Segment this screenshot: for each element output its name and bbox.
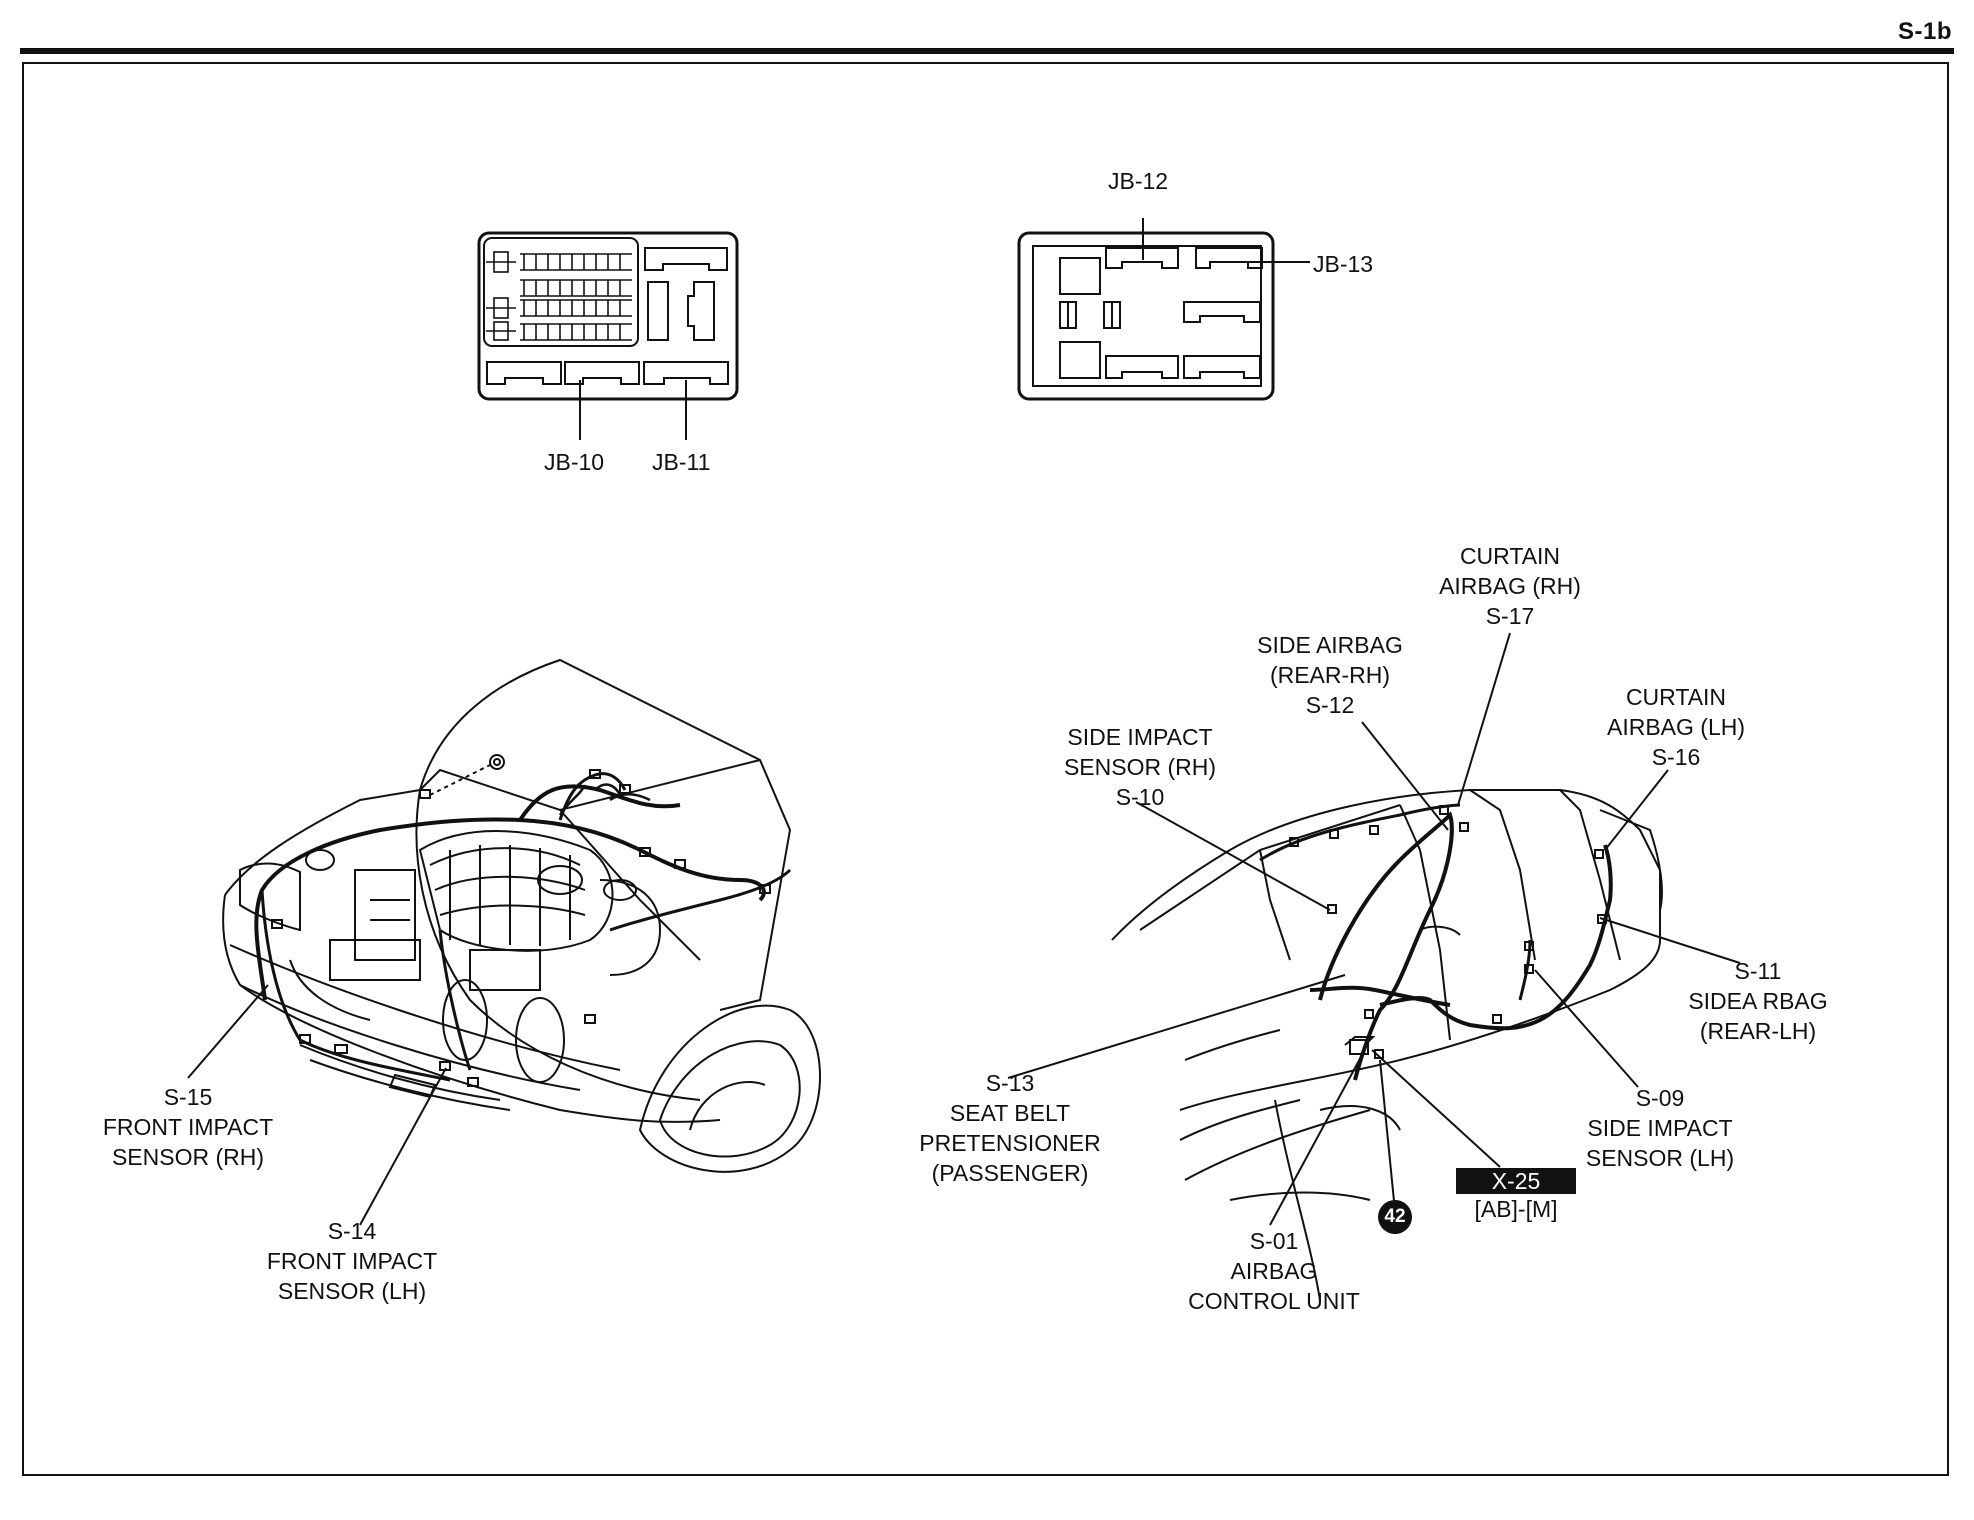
s11-code: S-11 [1734, 958, 1782, 984]
s14-line2: SENSOR (LH) [277, 1278, 427, 1304]
jb-13-label: JB-13 [1313, 251, 1374, 277]
s10-line2: SENSOR (RH) [1063, 754, 1217, 780]
callout-s09: S-09 SIDE IMPACT SENSOR (LH) [1560, 1083, 1760, 1173]
s13-code: S-13 [985, 1070, 1035, 1096]
x25-badge: X-25 [1456, 1168, 1576, 1194]
jb-10-label: JB-10 [544, 449, 605, 475]
callout-s11: S-11 SIDEA RBAG (REAR-LH) [1658, 956, 1858, 1046]
s14-code: S-14 [327, 1218, 377, 1244]
page-code: S-1b [1897, 18, 1952, 45]
callout-s17: CURTAIN AIRBAG (RH) S-17 [1410, 541, 1610, 631]
front-car-illustration [187, 658, 821, 1226]
x25-sub: [AB]-[M] [1474, 1196, 1558, 1222]
s12-line2: (REAR-RH) [1269, 662, 1391, 688]
s15-line1: FRONT IMPACT [102, 1114, 274, 1140]
s01-code: S-01 [1249, 1228, 1299, 1254]
s14-line1: FRONT IMPACT [266, 1248, 438, 1274]
s01-line2: CONTROL UNIT [1188, 1288, 1360, 1314]
callout-s01: S-01 AIRBAG CONTROL UNIT [1174, 1226, 1374, 1316]
callout-s12: SIDE AIRBAG (REAR-RH) S-12 [1230, 630, 1430, 720]
s17-line1: CURTAIN [1459, 543, 1561, 569]
jb-12-label: JB-12 [1108, 168, 1169, 194]
jb-11-label: JB-11 [652, 449, 711, 475]
s15-code: S-15 [163, 1084, 213, 1110]
s13-line1: SEAT BELT [949, 1100, 1071, 1126]
s12-code: S-12 [1305, 692, 1355, 718]
s15-line2: SENSOR (RH) [111, 1144, 265, 1170]
s09-line2: SENSOR (LH) [1585, 1145, 1735, 1171]
s09-code: S-09 [1635, 1085, 1685, 1111]
callout-s14: S-14 FRONT IMPACT SENSOR (LH) [252, 1216, 452, 1306]
s01-line1: AIRBAG [1230, 1258, 1318, 1284]
s13-line3: (PASSENGER) [931, 1160, 1089, 1186]
callout-x25: X-25 [AB]-[M] [1456, 1168, 1576, 1224]
header-rule [20, 48, 1954, 54]
junction-box-right [1017, 218, 1310, 401]
callout-s13: S-13 SEAT BELT PRETENSIONER (PASSENGER) [900, 1068, 1120, 1188]
s10-code: S-10 [1115, 784, 1165, 810]
callout-s10: SIDE IMPACT SENSOR (RH) S-10 [1040, 722, 1240, 812]
s17-code: S-17 [1485, 603, 1535, 629]
s11-line2: (REAR-LH) [1699, 1018, 1817, 1044]
callout-s16: CURTAIN AIRBAG (LH) S-16 [1576, 682, 1776, 772]
s16-line1: CURTAIN [1625, 684, 1727, 710]
s16-line2: AIRBAG (LH) [1606, 714, 1746, 740]
s12-line1: SIDE AIRBAG [1257, 632, 1403, 658]
cabin-car-illustration [1007, 632, 1741, 1301]
ground-point-42: 42 [1378, 1200, 1412, 1234]
s11-line1: SIDEA RBAG [1688, 988, 1828, 1014]
diagram-frame [22, 62, 1949, 1476]
junction-box-left [477, 231, 739, 440]
s17-line2: AIRBAG (RH) [1439, 573, 1581, 599]
s10-line1: SIDE IMPACT [1067, 724, 1213, 750]
s09-line1: SIDE IMPACT [1587, 1115, 1733, 1141]
s16-code: S-16 [1651, 744, 1701, 770]
callout-s15: S-15 FRONT IMPACT SENSOR (RH) [88, 1082, 288, 1172]
s13-line2: PRETENSIONER [919, 1130, 1101, 1156]
